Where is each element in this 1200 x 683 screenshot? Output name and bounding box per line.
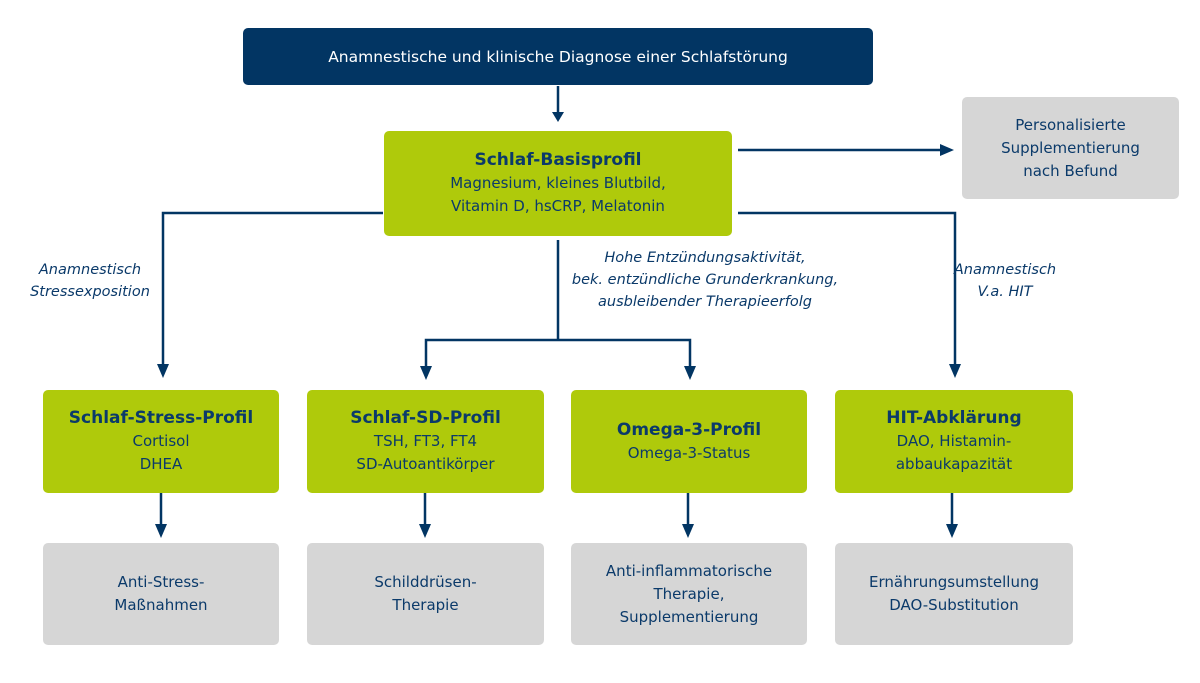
outcome-line: Ernährungsumstellung [868,573,1040,591]
arrow-to-omega-profil [558,338,692,370]
profile-box-sd: Schlaf-SD-Profil TSH, FT3, FT4 SD-Autoan… [307,390,544,493]
diagnosis-text: Anamnestische und klinische Diagnose ein… [328,47,788,66]
outcome-line: Therapie [392,596,459,614]
profile-box-omega3: Omega-3-Profil Omega-3-Status [571,390,807,493]
outcome-box-omega3: Anti-inflammatorische Therapie, Suppleme… [571,543,807,645]
outcome-line: Maßnahmen [114,596,208,614]
profile-title: HIT-Abklärung [886,408,1022,428]
edge-label-line: V.a. HIT [977,284,1033,300]
edge-label-line: Hohe Entzündungsaktivität, [604,250,806,266]
personalized-line: nach Befund [1023,161,1118,180]
profile-box-stress: Schlaf-Stress-Profil Cortisol DHEA [43,390,279,493]
edge-label-line: bek. entzündliche Grunderkrankung, [571,272,839,288]
outcome-box-hit: Ernährungsumstellung DAO-Substitution [835,543,1073,645]
profile-line: DHEA [139,455,183,473]
arrow-basis-to-hit [738,211,957,368]
personalized-line: Personalisierte [1015,115,1126,134]
edge-label-left: Anamnestisch Stressexposition [10,259,170,303]
profile-box-hit: HIT-Abklärung DAO, Histamin- abbaukapazi… [835,390,1073,493]
outcome-line: Therapie, [653,584,725,603]
edge-label-right: Anamnestisch V.a. HIT [945,259,1065,303]
profile-line: abbaukapazität [895,455,1013,473]
arrow-basis-to-stress [161,211,383,368]
diagnosis-box: Anamnestische und klinische Diagnose ein… [243,28,873,85]
profile-line: DAO, Histamin- [896,432,1012,450]
profile-line: Cortisol [132,432,190,450]
basis-profile-line: Magnesium, kleines Blutbild, [450,174,666,192]
profile-line: TSH, FT3, FT4 [373,432,478,450]
profile-line: SD-Autoantikörper [356,455,495,473]
profile-title: Omega-3-Profil [616,419,762,440]
basis-profile-box: Schlaf-Basisprofil Magnesium, kleines Bl… [384,131,732,236]
profile-line: Omega-3-Status [627,443,751,462]
edge-label-line: Anamnestisch [38,262,142,278]
outcome-line: Anti-Stress- [117,573,205,591]
outcome-line: Schilddrüsen- [374,573,477,591]
outcome-line: Supplementierung [619,607,759,626]
outcome-box-sd: Schilddrüsen- Therapie [307,543,544,645]
basis-profile-title: Schlaf-Basisprofil [474,150,642,170]
personalized-supplementation-box: Personalisierte Supplementierung nach Be… [962,97,1179,199]
basis-profile-line: Vitamin D, hsCRP, Melatonin [451,197,665,215]
outcome-line: Anti-inflammatorische [605,561,773,580]
outcome-box-stress: Anti-Stress- Maßnahmen [43,543,279,645]
arrow-to-sd-profil [424,338,558,370]
edge-label-line: Stressexposition [30,284,150,300]
edge-label-line: ausbleibender Therapieerfolg [598,294,812,310]
edge-label-line: Anamnestisch [953,262,1057,278]
personalized-line: Supplementierung [1001,138,1140,157]
profile-title: Schlaf-Stress-Profil [68,408,254,428]
profile-title: Schlaf-SD-Profil [350,408,501,428]
edge-label-center: Hohe Entzündungsaktivität, bek. entzündl… [555,247,855,313]
outcome-line: DAO-Substitution [889,596,1019,614]
